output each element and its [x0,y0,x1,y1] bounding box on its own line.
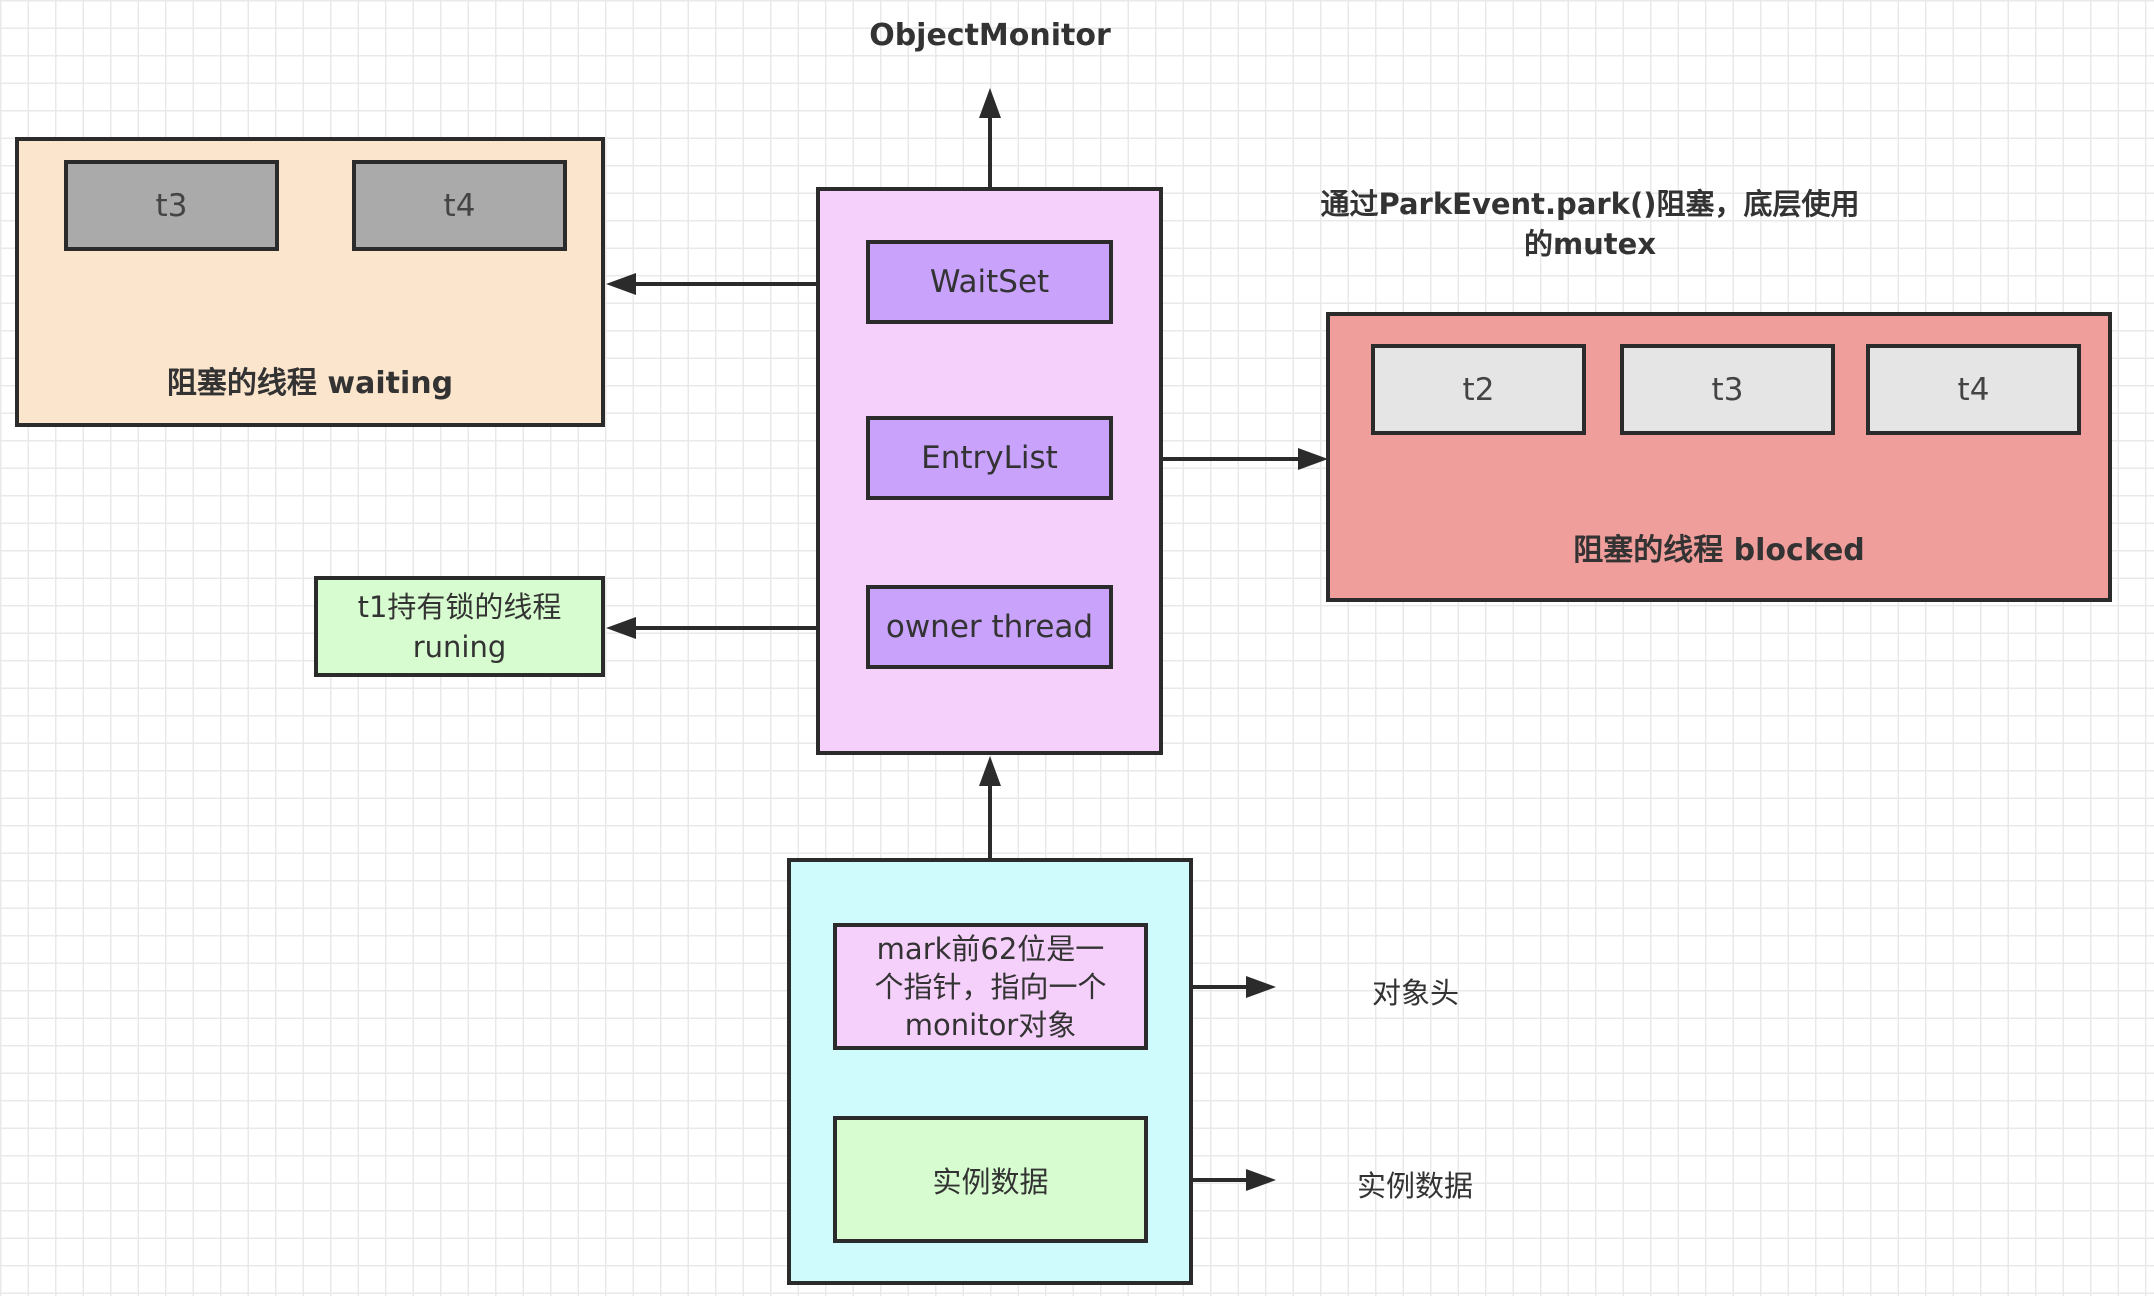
blocked-caption: 阻塞的线程 blocked [1573,533,1865,568]
running-thread-box: t1持有锁的线程 runing [314,576,605,677]
arrowhead-up-monitor [979,756,1001,786]
blocked-note-line1: 通过ParkEvent.park()阻塞，底层使用 [1320,187,1860,221]
arrowhead-left-running [606,617,636,639]
running-line2: runing [412,629,507,664]
running-line1: t1持有锁的线程 [357,589,562,624]
waiting-thread-t3: t3 [64,160,279,251]
arrowhead-left-waiting [606,273,636,295]
waiting-caption: 阻塞的线程 waiting [166,366,454,401]
objectmonitor-label: ObjectMonitor [869,18,1111,53]
blocked-thread-t4: t4 [1866,344,2081,435]
instance-data-box: 实例数据 [833,1116,1148,1243]
blocked-thread-t2: t2 [1371,344,1586,435]
mark-line2: 个指针，指向一个 [874,969,1107,1004]
arrowhead-up-top [979,88,1001,118]
instance-data-label: 实例数据 [1357,1169,1474,1203]
blocked-note: 通过ParkEvent.park()阻塞，底层使用 的mutex [1290,184,1890,264]
blocked-note-line2: 的mutex [1523,227,1657,261]
owner-thread-slot: owner thread [866,585,1113,669]
arrowhead-right-blocked [1298,448,1328,470]
arrowhead-right-instance [1246,1169,1276,1191]
blocked-thread-t3: t3 [1620,344,1835,435]
object-header-label: 对象头 [1372,976,1460,1010]
waitset-slot: WaitSet [866,240,1113,324]
entrylist-slot: EntryList [866,416,1113,500]
mark-line3: monitor对象 [904,1007,1077,1042]
mark-line1: mark前62位是一 [876,931,1105,966]
waiting-thread-t4: t4 [352,160,567,251]
arrowhead-right-header [1246,976,1276,998]
mark-word-box: mark前62位是一 个指针，指向一个 monitor对象 [833,923,1148,1050]
